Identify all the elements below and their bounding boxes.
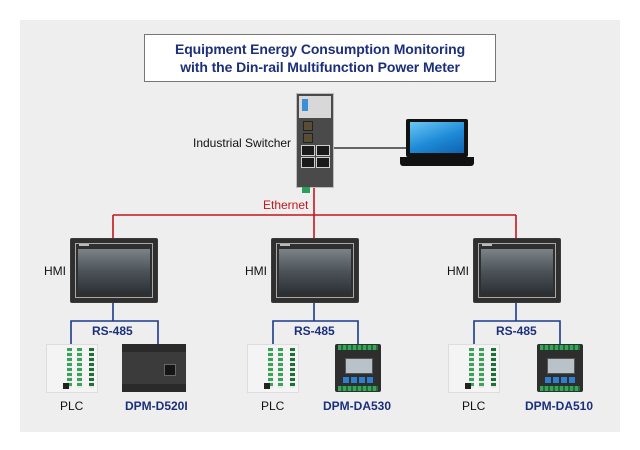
title-line-2: with the Din-rail Multifunction Power Me… <box>180 59 460 75</box>
switch-label: Industrial Switcher <box>193 136 292 150</box>
title-line-1: Equipment Energy Consumption Monitoring <box>174 41 466 57</box>
hmi-label-2: HMI <box>245 264 267 278</box>
hmi-touchscreen-icon <box>474 239 560 302</box>
plc-icon <box>448 344 500 393</box>
hmi-label-1: HMI <box>44 264 66 278</box>
rs485-label-2: RS-485 <box>294 324 335 338</box>
hmi-touchscreen-icon <box>272 239 358 302</box>
meter-label-3: DPM-DA510 <box>525 399 594 413</box>
plc-icon <box>46 344 98 393</box>
hmi-label-3: HMI <box>447 264 469 278</box>
ethernet-label: Ethernet <box>263 198 309 212</box>
plc-label-3: PLC <box>462 399 486 413</box>
rs485-bracket-3 <box>473 302 561 345</box>
meter-label-2: DPM-DA530 <box>323 399 392 413</box>
power-meter-icon <box>335 344 381 392</box>
rs485-bracket-2 <box>272 302 359 345</box>
meter-label-1: DPM-D520I <box>125 399 188 413</box>
plc-label-1: PLC <box>60 399 84 413</box>
laptop-icon <box>400 119 474 167</box>
rs485-bracket-1 <box>70 302 159 345</box>
power-meter-icon <box>537 344 583 392</box>
plc-icon <box>247 344 299 393</box>
rs485-label-1: RS-485 <box>92 324 133 338</box>
hmi-touchscreen-icon <box>71 239 157 302</box>
rs485-label-3: RS-485 <box>496 324 537 338</box>
plc-label-2: PLC <box>261 399 285 413</box>
power-meter-icon <box>122 344 186 392</box>
industrial-switch-icon <box>296 93 334 193</box>
diagram-background <box>20 20 620 432</box>
diagram-title: Equipment Energy Consumption Monitoring … <box>144 34 496 82</box>
